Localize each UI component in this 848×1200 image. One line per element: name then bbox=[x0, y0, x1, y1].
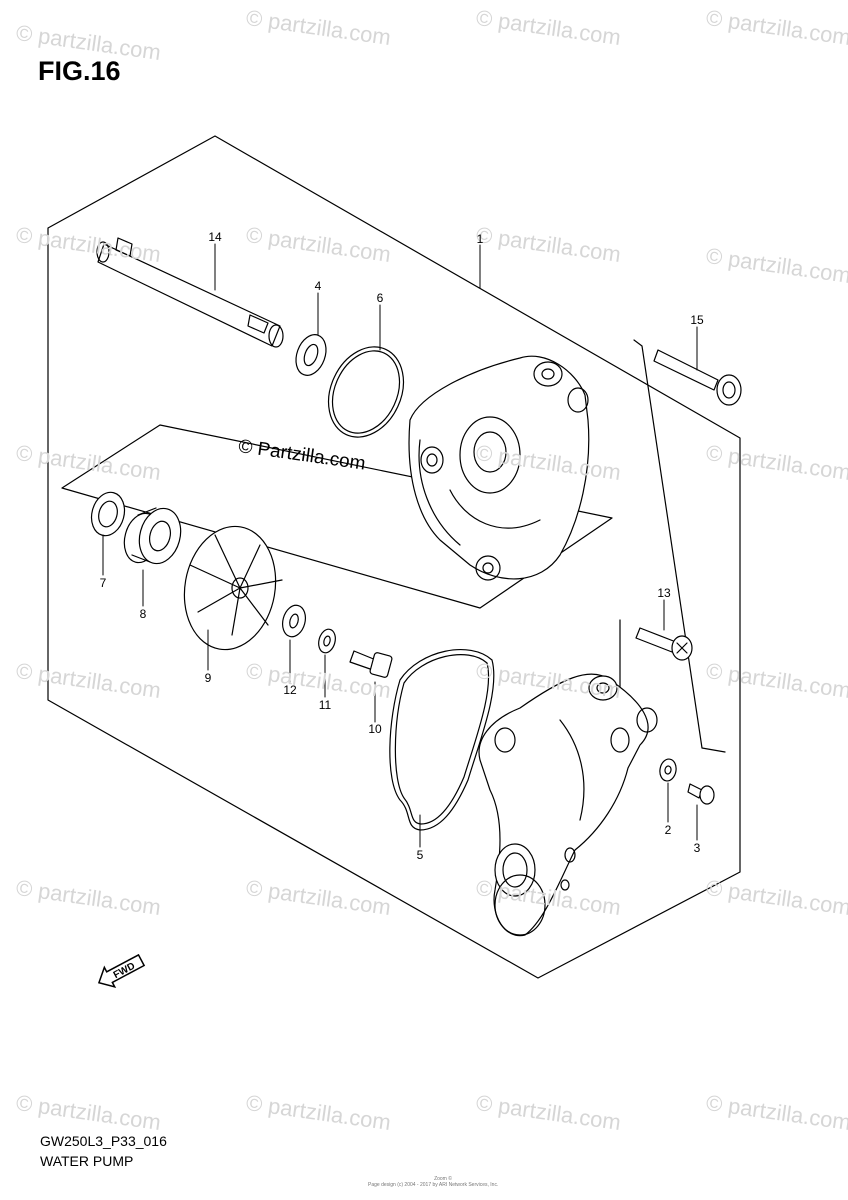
part-12-washer bbox=[281, 604, 307, 638]
callout-11: 11 bbox=[318, 698, 332, 712]
callout-10: 10 bbox=[368, 722, 382, 736]
forward-arrow-icon: FWD bbox=[97, 954, 146, 988]
part-8-mechanical-seal bbox=[123, 507, 182, 565]
part-9-impeller bbox=[183, 525, 283, 651]
part-2-washer bbox=[659, 758, 677, 782]
callout-13: 13 bbox=[657, 586, 671, 600]
callout-3: 3 bbox=[693, 841, 701, 855]
figure-title: FIG.16 bbox=[38, 56, 121, 86]
part-10-bolt bbox=[349, 650, 393, 678]
page-credit: Zoom © Page design (c) 2004 - 2017 by AR… bbox=[368, 1176, 518, 1188]
credit-line-1: Zoom © bbox=[434, 1176, 452, 1182]
callout-8: 8 bbox=[139, 607, 147, 621]
part-6-oring bbox=[327, 346, 405, 438]
callout-12: 12 bbox=[283, 683, 297, 697]
callout-15: 15 bbox=[690, 313, 704, 327]
part-5-gasket bbox=[389, 649, 495, 831]
subgroup-frame-outline bbox=[61, 424, 613, 609]
part-1-pump-cover bbox=[408, 355, 590, 581]
part-3-bolt bbox=[687, 783, 715, 805]
callout-5: 5 bbox=[416, 848, 424, 862]
diagram-caption: WATER PUMP bbox=[40, 1153, 134, 1169]
callout-6: 6 bbox=[376, 291, 384, 305]
callout-9: 9 bbox=[204, 671, 212, 685]
part-4-washer bbox=[295, 334, 327, 376]
callout-7: 7 bbox=[99, 576, 107, 590]
callout-1: 1 bbox=[476, 232, 484, 246]
part-11-washer bbox=[318, 628, 336, 654]
part-7-seal bbox=[90, 491, 126, 537]
part-14-shaft bbox=[96, 237, 284, 348]
diagram-code: GW250L3_P33_016 bbox=[40, 1133, 167, 1149]
part-15-bolt bbox=[653, 349, 742, 406]
leader-lines bbox=[102, 243, 698, 848]
callout-2: 2 bbox=[664, 823, 672, 837]
credit-line-2: Page design (c) 2004 - 2017 by ARI Netwo… bbox=[368, 1182, 499, 1188]
callout-4: 4 bbox=[314, 279, 322, 293]
part-13-bolt bbox=[635, 627, 693, 661]
pump-housing bbox=[478, 673, 658, 937]
callout-14: 14 bbox=[208, 230, 222, 244]
bracket-line-15 bbox=[633, 339, 726, 753]
assembly-frame-outline bbox=[47, 135, 741, 979]
fwd-label: FWD bbox=[112, 961, 137, 981]
